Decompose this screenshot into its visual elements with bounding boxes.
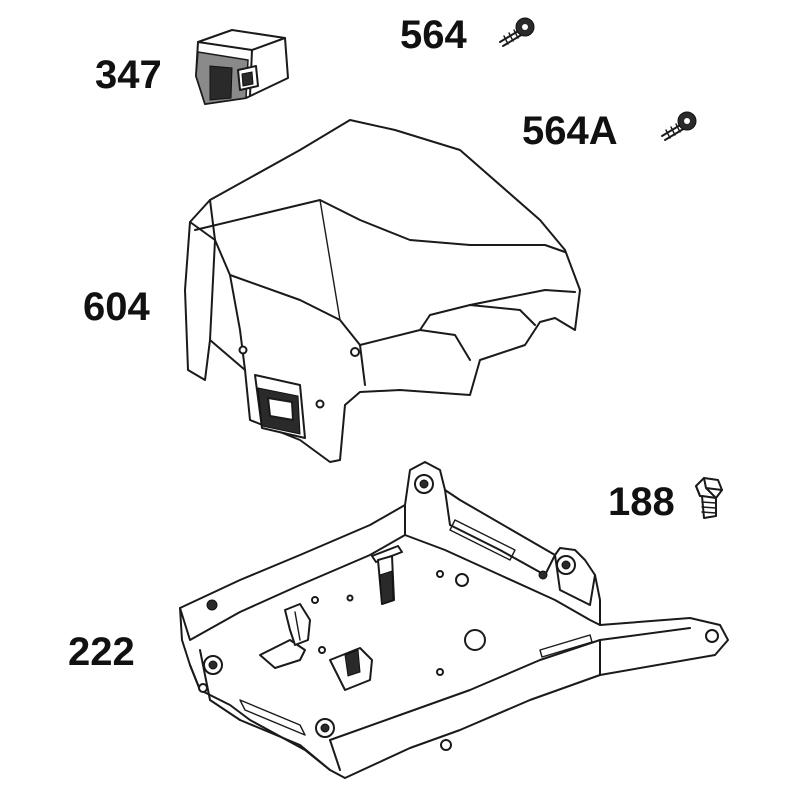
part-label-222: 222 — [68, 630, 135, 674]
screw-icon — [661, 111, 697, 141]
part-label-564: 564 — [400, 13, 467, 57]
part-label-188: 188 — [608, 480, 675, 524]
screw-icon — [499, 17, 535, 47]
cover-icon — [184, 119, 581, 463]
part-label-347: 347 — [95, 53, 162, 97]
part-label-564a: 564A — [522, 109, 618, 153]
bolt-icon — [695, 477, 723, 519]
switch-icon — [195, 29, 289, 105]
bracket-icon — [179, 461, 729, 779]
part-label-604: 604 — [83, 285, 150, 329]
